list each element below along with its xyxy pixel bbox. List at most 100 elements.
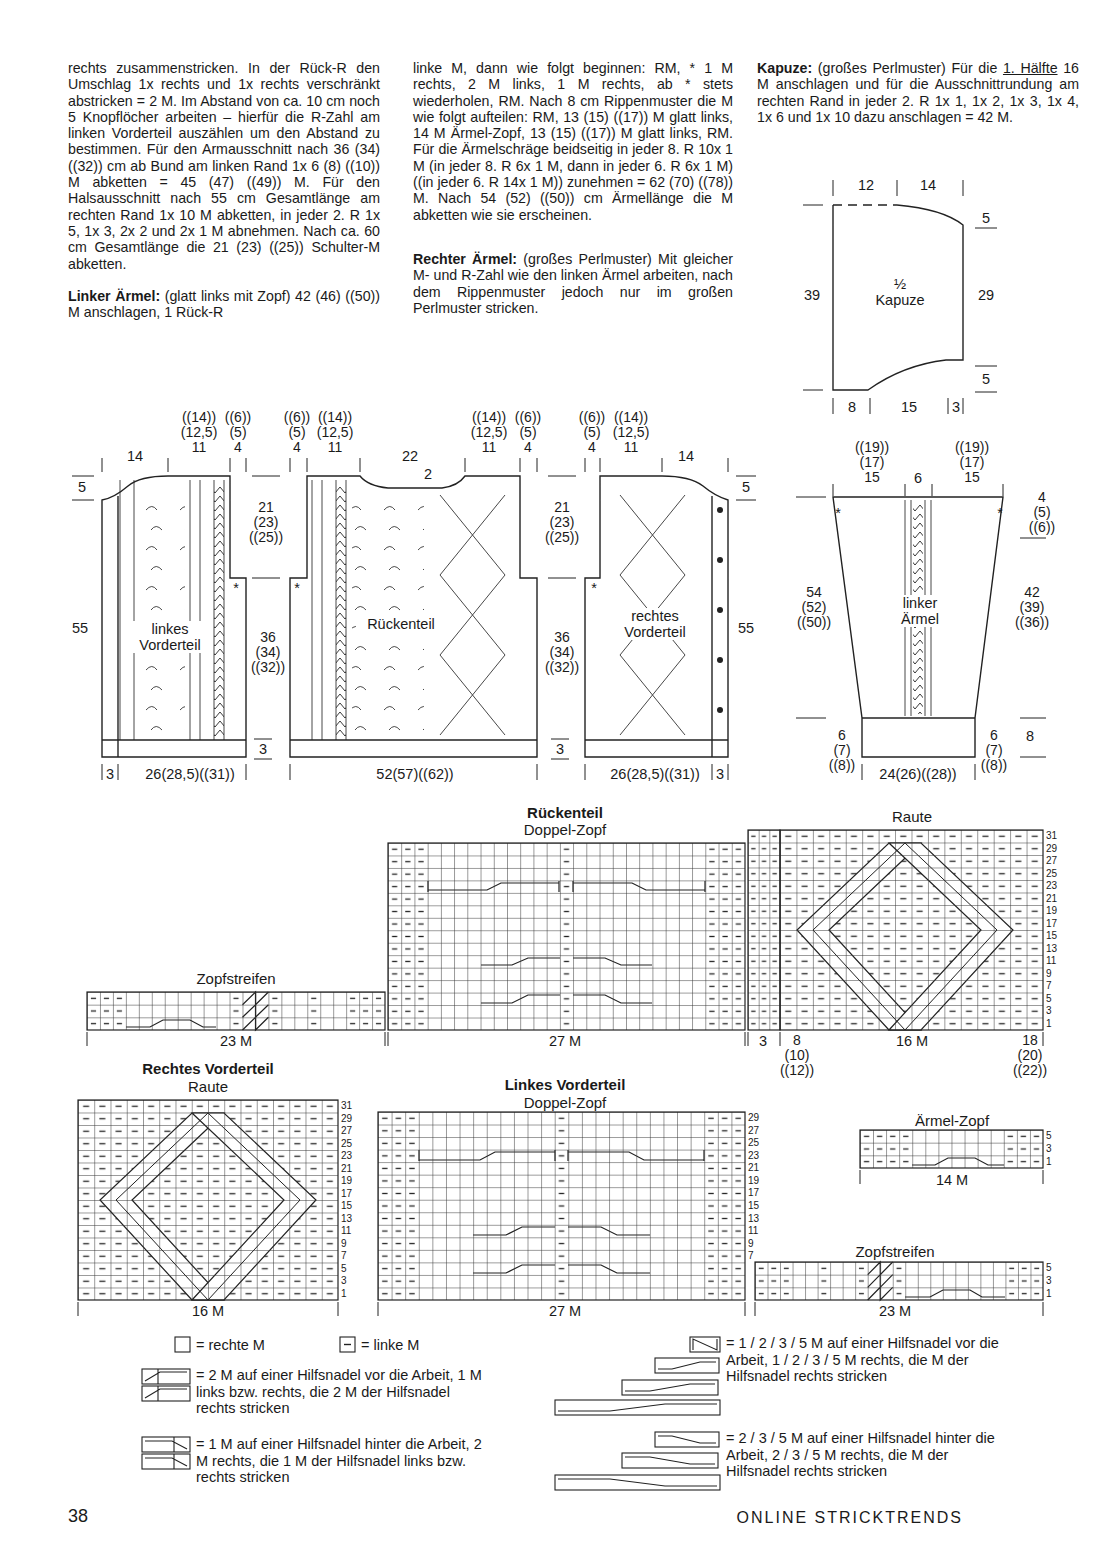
button — [717, 607, 723, 613]
chart-title: Doppel-Zopf — [524, 821, 607, 838]
row-number: 9 — [748, 1238, 754, 1250]
chart-title: Doppel-Zopf — [524, 1094, 607, 1111]
piece-texture — [312, 480, 346, 740]
button — [717, 507, 723, 713]
legend-symbol — [145, 1454, 187, 1469]
dimension-label: 14 — [127, 448, 143, 465]
legend-symbol — [622, 1453, 718, 1468]
button — [717, 657, 723, 663]
dimension-label: ((14)) (12,5) 11 — [471, 410, 508, 455]
legend-symbol — [625, 1384, 715, 1391]
knitting-chart — [748, 830, 780, 1030]
dimension-label: 5 — [982, 371, 990, 388]
piece-name: linkes Vorderteil — [130, 621, 210, 653]
dimension-label: 14 — [920, 177, 936, 194]
piece-texture — [214, 486, 224, 736]
legend-symbol — [658, 1436, 716, 1443]
piece-outline: linker Ärmel — [831, 495, 1005, 759]
row-number: 21 — [341, 1163, 352, 1175]
dimension-label: ((14)) (12,5) 11 — [317, 410, 354, 455]
row-number: 11 — [1046, 955, 1056, 967]
dimension-label: 18 (20) ((22)) — [1013, 1033, 1047, 1078]
dimension-mark — [254, 739, 569, 759]
row-number: 3 — [1046, 1005, 1052, 1017]
text-column: rechts zusammenstricken. In der Rück-R d… — [68, 60, 380, 320]
row-number: 27 — [1046, 855, 1057, 867]
section-heading: Rechter Ärmel: — [413, 251, 517, 267]
legend-symbol — [142, 1437, 190, 1452]
chart-title: Zopfstreifen — [855, 1243, 934, 1260]
dimension-label: 8 (10) ((12)) — [780, 1033, 814, 1078]
dimension-label: 21 (23) ((25)) — [249, 500, 283, 545]
legend-text: = 2 M auf einer Hilfsnadel vor die Arbei… — [196, 1367, 486, 1417]
legend-symbol — [658, 1362, 716, 1369]
legend-symbol — [340, 1337, 355, 1352]
row-number: 3 — [1046, 1275, 1052, 1287]
piece-outline: linkes Vorderteil — [100, 474, 248, 760]
dimension-label: 23 M — [879, 1303, 911, 1320]
legend-text: = rechte M — [196, 1337, 336, 1354]
dimension-label: * — [591, 580, 597, 597]
row-number: 7 — [1046, 980, 1052, 992]
piece-texture — [336, 486, 346, 736]
piece-texture — [120, 480, 931, 740]
row-number: 17 — [1046, 918, 1057, 930]
dimension-label: 27 M — [549, 1033, 581, 1050]
dimension-label: 36 (34) ((32)) — [251, 630, 285, 675]
dimension-label: ((6)) (5) 4 — [579, 410, 605, 455]
dimension-label: 3 — [952, 399, 960, 416]
legend-symbol — [690, 1337, 720, 1352]
legend-text: = 1 M auf einer Hilfsnadel hinter die Ar… — [196, 1436, 486, 1486]
dimension-label: 6 (7) ((8)) — [981, 728, 1007, 773]
dimension-label: 5 — [982, 210, 990, 227]
dimension-label: 42 (39) ((36)) — [1015, 585, 1049, 630]
legend-symbol — [655, 1432, 719, 1447]
row-number: 25 — [748, 1137, 759, 1149]
magazine-name: ONLINE STRICKTRENDS — [737, 1508, 963, 1528]
row-number: 21 — [1046, 893, 1057, 905]
chart-title: Ärmel-Zopf — [915, 1112, 989, 1129]
piece-texture — [140, 500, 185, 735]
dimension-label: 8 — [848, 399, 856, 416]
dimension-label: 5 — [78, 479, 86, 496]
page-number: 38 — [68, 1506, 88, 1526]
piece-texture — [440, 495, 505, 735]
dimension-label: ((14)) (12,5) 11 — [613, 410, 650, 455]
chart-heading: Rechtes Vorderteil — [142, 1060, 273, 1077]
dimension-label: ((6)) (5) 4 — [284, 410, 310, 455]
knitting-chart — [78, 830, 1043, 1300]
legend-symbol — [142, 1369, 190, 1384]
piece-shape — [833, 497, 1003, 757]
legend-text: = 2 / 3 / 5 M auf einer Hilfsnadel hinte… — [726, 1430, 1008, 1480]
row-number: 5 — [1046, 1262, 1052, 1274]
dimension-label: 5 — [742, 479, 750, 496]
legend-symbol — [142, 1454, 190, 1469]
dimension-label: 54 (52) ((50)) — [797, 585, 831, 630]
row-number: 15 — [748, 1200, 759, 1212]
dimension-mark — [803, 180, 997, 414]
legend-text: = 1 / 2 / 3 / 5 M auf einer Hilfsnadel v… — [726, 1335, 1008, 1385]
dimension-label: 16 M — [192, 1303, 224, 1320]
row-number: 19 — [1046, 905, 1057, 917]
dimension-label: 22 — [402, 448, 418, 465]
knitting-chart — [388, 843, 745, 1030]
row-number: 19 — [748, 1175, 759, 1187]
row-number: 31 — [1046, 830, 1057, 842]
dimension-label: 2 — [424, 466, 432, 483]
piece-shape — [585, 476, 728, 757]
dimension-label: 16 M — [896, 1033, 928, 1050]
row-number: 5 — [1046, 1130, 1052, 1142]
dimension-label: 12 — [858, 177, 874, 194]
piece-shape — [833, 204, 897, 205]
dimension-label: 55 — [72, 620, 88, 637]
row-number: 7 — [748, 1250, 754, 1262]
legend-symbol — [558, 1404, 717, 1411]
dimension-label: 23 M — [220, 1033, 252, 1050]
dimension-label: ((19)) (17) 15 — [955, 440, 989, 485]
dimension-mark — [796, 484, 1046, 780]
row-number: 19 — [341, 1175, 352, 1187]
row-number: 17 — [341, 1188, 352, 1200]
body-text: rechts zusammenstricken. In der Rück-R d… — [68, 60, 380, 272]
piece-shape — [117, 496, 118, 757]
